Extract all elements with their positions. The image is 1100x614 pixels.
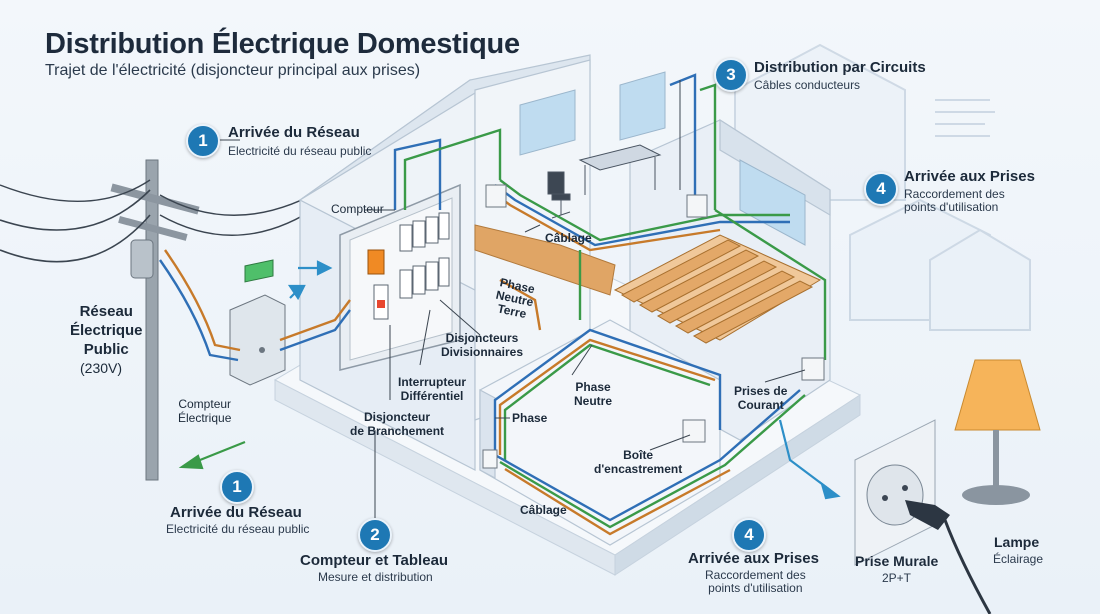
label-boite-encastrement: Boîte d'encastrement bbox=[594, 448, 683, 476]
label-phase-neutre: Phase Neutre bbox=[574, 380, 613, 408]
page-title: Distribution Électrique Domestique bbox=[45, 28, 520, 60]
label-compteur-electrique: Compteur Électrique bbox=[178, 397, 232, 425]
label-voltage: (230V) bbox=[80, 360, 123, 376]
step-1-bottom-heading: Arrivée du Réseau bbox=[170, 504, 302, 521]
step-1-top-desc: Electricité du réseau public bbox=[228, 144, 372, 158]
label-interrupteur-differentiel: Interrupteur Différentiel bbox=[398, 375, 467, 403]
step-3-heading: Distribution par Circuits bbox=[754, 59, 926, 76]
step-badge-2: 2 bbox=[358, 518, 392, 552]
lamp bbox=[954, 359, 1041, 505]
windows bbox=[519, 71, 806, 246]
step-1-top-heading: Arrivée du Réseau bbox=[228, 124, 360, 141]
electric-panel bbox=[339, 183, 461, 371]
label-prise-spec: 2P+T bbox=[882, 571, 912, 585]
external-meter bbox=[229, 259, 286, 386]
office-furniture bbox=[547, 144, 662, 219]
utility-pole bbox=[0, 159, 331, 481]
label-prises-courant: Prises de Courant bbox=[734, 384, 788, 412]
step-badge-4-right: 4 bbox=[864, 172, 898, 206]
page-subtitle: Trajet de l'électricité (disjoncteur pri… bbox=[45, 62, 421, 79]
step-4-right-heading: Arrivée aux Prises bbox=[904, 168, 1035, 185]
step-4-bottom-desc: Raccordement des points d'utilisation bbox=[705, 568, 806, 595]
label-lampe: Lampe bbox=[994, 534, 1040, 550]
step-badge-1-top: 1 bbox=[186, 124, 220, 158]
step-4-bottom-heading: Arrivée aux Prises bbox=[688, 550, 819, 567]
label-cablage-bottom: Câblage bbox=[520, 503, 567, 517]
step-3-desc: Câbles conducteurs bbox=[754, 78, 861, 92]
step-badge-4-bottom: 4 bbox=[732, 518, 766, 552]
label-disjoncteur-branchement: Disjoncteur de Branchement bbox=[350, 410, 445, 438]
label-disjoncteurs-divisionnaires: Disjoncteurs Divisionnaires bbox=[441, 331, 524, 359]
label-lampe-desc: Éclairage bbox=[993, 552, 1044, 566]
big-wall-socket bbox=[854, 419, 992, 614]
step-2-desc: Mesure et distribution bbox=[318, 570, 433, 584]
label-phase-neutre-terre: Phase Neutre Terre bbox=[494, 275, 537, 322]
step-1-bottom-desc: Electricité du réseau public bbox=[166, 522, 310, 536]
label-compteur: Compteur bbox=[331, 202, 384, 216]
label-reseau: Réseau Électrique Public bbox=[70, 303, 143, 358]
wall-outlets bbox=[482, 184, 825, 469]
step-4-right-desc: Raccordement des points d'utilisation bbox=[904, 187, 1005, 214]
step-2-heading: Compteur et Tableau bbox=[300, 552, 449, 569]
flow-arrows bbox=[178, 260, 841, 500]
step-badge-3: 3 bbox=[714, 58, 748, 92]
label-cablage-top: Câblage bbox=[545, 231, 592, 245]
label-phase: Phase bbox=[512, 411, 548, 425]
leader-lines bbox=[195, 80, 806, 520]
step-badge-1-bottom: 1 bbox=[220, 470, 254, 504]
wooden-joists bbox=[613, 234, 822, 344]
label-prise-murale: Prise Murale bbox=[855, 553, 939, 569]
